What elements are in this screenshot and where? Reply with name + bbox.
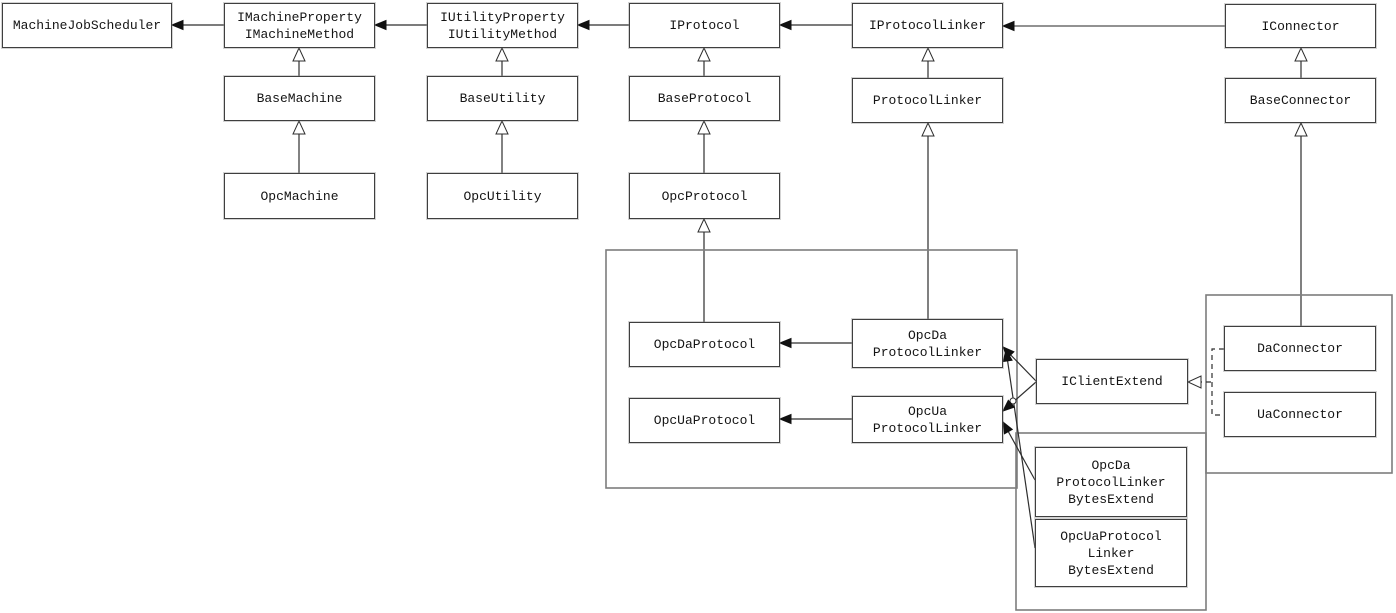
class-box-i-client-extend: IClientExtend <box>1036 359 1188 404</box>
hollow-triangle-icon-inherit-opcdalinker-to-protocollinker <box>921 121 935 137</box>
filled-arrow-icon-assoc-opcualinker-to-opcuaprotocol <box>778 413 792 425</box>
class-box-opc-da-protocol-linker: OpcDa ProtocolLinker <box>852 319 1003 368</box>
class-box-opc-ua-protocol-linker: OpcUa ProtocolLinker <box>852 396 1003 443</box>
class-box-base-machine: BaseMachine <box>224 76 375 121</box>
class-box-opc-machine: OpcMachine <box>224 173 375 219</box>
container-bytes-extend-group <box>1015 432 1207 611</box>
hollow-triangle-icon-inherit-protocollinker-to-iprotocollinker <box>921 46 935 62</box>
class-box-i-protocol: IProtocol <box>629 3 780 48</box>
filled-arrow-icon-assoc-opcdabytesextend-to-opcualinker <box>1002 420 1014 435</box>
hollow-triangle-icon-inherit-basemachine-to-imachine <box>292 46 306 62</box>
filled-arrow-icon-assoc-imachine-to-machinejobscheduler <box>170 19 184 31</box>
class-box-i-protocol-linker: IProtocolLinker <box>852 3 1003 48</box>
hollow-triangle-icon-inherit-daconnector-to-baseconnector <box>1294 121 1308 137</box>
hollow-triangle-icon-inherit-opcdaprotocol-to-opcprotocol <box>697 217 711 233</box>
hollow-triangle-icon-inherit-opcutility-to-baseutility <box>495 119 509 135</box>
edge-realize-dashed-branch <box>1211 348 1224 416</box>
class-box-opc-protocol: OpcProtocol <box>629 173 780 219</box>
class-box-machine-job-scheduler: MachineJobScheduler <box>2 3 172 48</box>
filled-arrow-icon-assoc-opcuabytesextend-to-opcdalinker <box>1002 348 1013 363</box>
container-opc-protocol-group <box>605 249 1018 489</box>
class-box-base-protocol: BaseProtocol <box>629 76 780 121</box>
filled-arrow-icon-assoc-iprotocollinker-to-iprotocol <box>778 19 792 31</box>
edge-assoc-opcuabytesextend-to-opcdalinker <box>1005 349 1036 549</box>
class-box-da-connector: DaConnector <box>1224 326 1376 371</box>
filled-arrow-icon-assoc-iconnector-to-iprotocollinker <box>1001 20 1015 32</box>
class-box-i-connector: IConnector <box>1225 4 1376 48</box>
filled-arrow-icon-assoc-iutility-to-imachine <box>373 19 387 31</box>
container-connector-group <box>1205 294 1393 474</box>
class-box-opc-da-protocol-linker-bytes-extend: OpcDa ProtocolLinker BytesExtend <box>1035 447 1187 517</box>
class-box-opc-ua-protocol: OpcUaProtocol <box>629 398 780 443</box>
filled-arrow-icon-assoc-opcdalinker-to-opcdaprotocol <box>778 337 792 349</box>
class-box-opc-ua-protocol-linker-bytes-extend: OpcUaProtocol Linker BytesExtend <box>1035 519 1187 587</box>
hollow-triangle-icon-realize-connectors-to-iclientextend <box>1186 375 1202 389</box>
class-box-base-connector: BaseConnector <box>1225 78 1376 123</box>
class-box-i-machine-property-method: IMachineProperty IMachineMethod <box>224 3 375 48</box>
class-box-protocol-linker: ProtocolLinker <box>852 78 1003 123</box>
hollow-triangle-icon-inherit-baseprotocol-to-iprotocol <box>697 46 711 62</box>
filled-arrow-icon-assoc-iclientextend-to-opcualinker <box>1002 399 1016 412</box>
hollow-triangle-icon-inherit-baseutility-to-iutility <box>495 46 509 62</box>
filled-arrow-icon-assoc-iprotocol-to-iutility <box>576 19 590 31</box>
class-box-opc-utility: OpcUtility <box>427 173 578 219</box>
class-box-i-utility-property-method: IUtilityProperty IUtilityMethod <box>427 3 578 48</box>
hollow-triangle-icon-inherit-opcmachine-to-basemachine <box>292 119 306 135</box>
class-box-opc-da-protocol: OpcDaProtocol <box>629 322 780 367</box>
line-hop-circle <box>1009 397 1017 405</box>
class-box-ua-connector: UaConnector <box>1224 392 1376 437</box>
hollow-triangle-icon-inherit-baseconnector-to-iconnector <box>1294 46 1308 62</box>
class-box-base-utility: BaseUtility <box>427 76 578 121</box>
hollow-triangle-icon-inherit-opcprotocol-to-baseprotocol <box>697 119 711 135</box>
